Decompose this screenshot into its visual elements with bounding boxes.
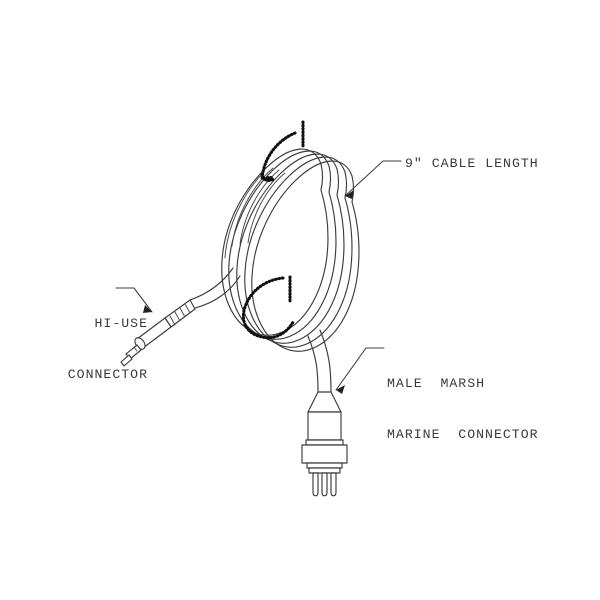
coil-turn-2 — [244, 156, 353, 348]
cable-drop-right-edge — [319, 329, 332, 393]
marsh-band-upper — [305, 439, 344, 446]
marsh-band-lower-2 — [308, 467, 341, 474]
leader-cable-length — [344, 160, 402, 199]
callout-hi-use-line-1: HI-USE — [94, 316, 148, 331]
coil-turn-5 — [221, 148, 329, 336]
coil-turn-3 — [236, 153, 345, 344]
leader-marsh-line — [335, 347, 385, 391]
coil-inner-strand-b — [239, 169, 280, 245]
hi-use-rib-3 — [174, 311, 181, 322]
callout-marsh-line-1: MALE MARSH — [387, 376, 486, 391]
cable-tie-lower-band — [241, 276, 295, 340]
cable-right-edge — [194, 275, 241, 309]
hi-use-rib-4 — [169, 315, 176, 326]
hi-use-rib-2 — [179, 307, 186, 318]
leader-marsh — [335, 347, 385, 394]
callout-marsh-line-2: MARINE CONNECTOR — [387, 427, 539, 442]
leader-marsh-arrowhead — [336, 385, 345, 394]
leader-hi-use-line — [115, 287, 153, 313]
coil-turn-1 — [251, 160, 360, 352]
hi-use-pin-tip — [120, 354, 133, 367]
cable-tie-lower — [241, 275, 295, 340]
coil-inner-strand-d — [224, 171, 265, 259]
callout-cable-length: 9" CABLE LENGTH — [405, 156, 539, 171]
leader-cable-length-line — [344, 160, 402, 197]
leader-hi-use — [115, 287, 153, 313]
cable-lead-to-marsh — [307, 329, 332, 393]
callout-hi-use-line-2: CONNECTOR — [67, 367, 148, 382]
cable-lead-to-hi-use — [189, 267, 241, 309]
cable-tie-upper — [260, 120, 305, 182]
hi-use-strain-relief — [164, 299, 196, 328]
marsh-pin-2 — [321, 472, 328, 497]
marsh-collar — [301, 444, 348, 464]
hi-use-rib-1 — [184, 303, 191, 314]
marsh-pin-1 — [312, 472, 319, 497]
male-marsh-marine-connector — [301, 391, 348, 497]
cable-tie-upper-band — [260, 131, 297, 181]
hi-use-pin-step — [133, 346, 138, 352]
marsh-body — [307, 411, 342, 441]
coil-inner-strand-a — [231, 167, 274, 247]
cable-left-edge — [189, 267, 234, 301]
cable-coil — [221, 148, 360, 352]
callout-marsh-connector: MALE MARSH MARINE CONNECTOR — [387, 341, 539, 477]
coil-inner-strand-c — [247, 172, 286, 244]
callout-hi-use-connector: HI-USE CONNECTOR — [28, 281, 148, 417]
leader-cable-length-arrowhead — [345, 190, 354, 199]
marsh-pin-3 — [330, 472, 337, 497]
cable-drop-left-edge — [307, 335, 319, 393]
cable-tie-upper-band-lower — [260, 172, 276, 182]
marsh-taper — [307, 391, 342, 413]
leader-hi-use-arrowhead — [143, 305, 152, 313]
hi-use-connector — [120, 299, 196, 367]
coil-turn-4 — [228, 150, 337, 340]
marsh-band-lower-1 — [306, 462, 343, 469]
